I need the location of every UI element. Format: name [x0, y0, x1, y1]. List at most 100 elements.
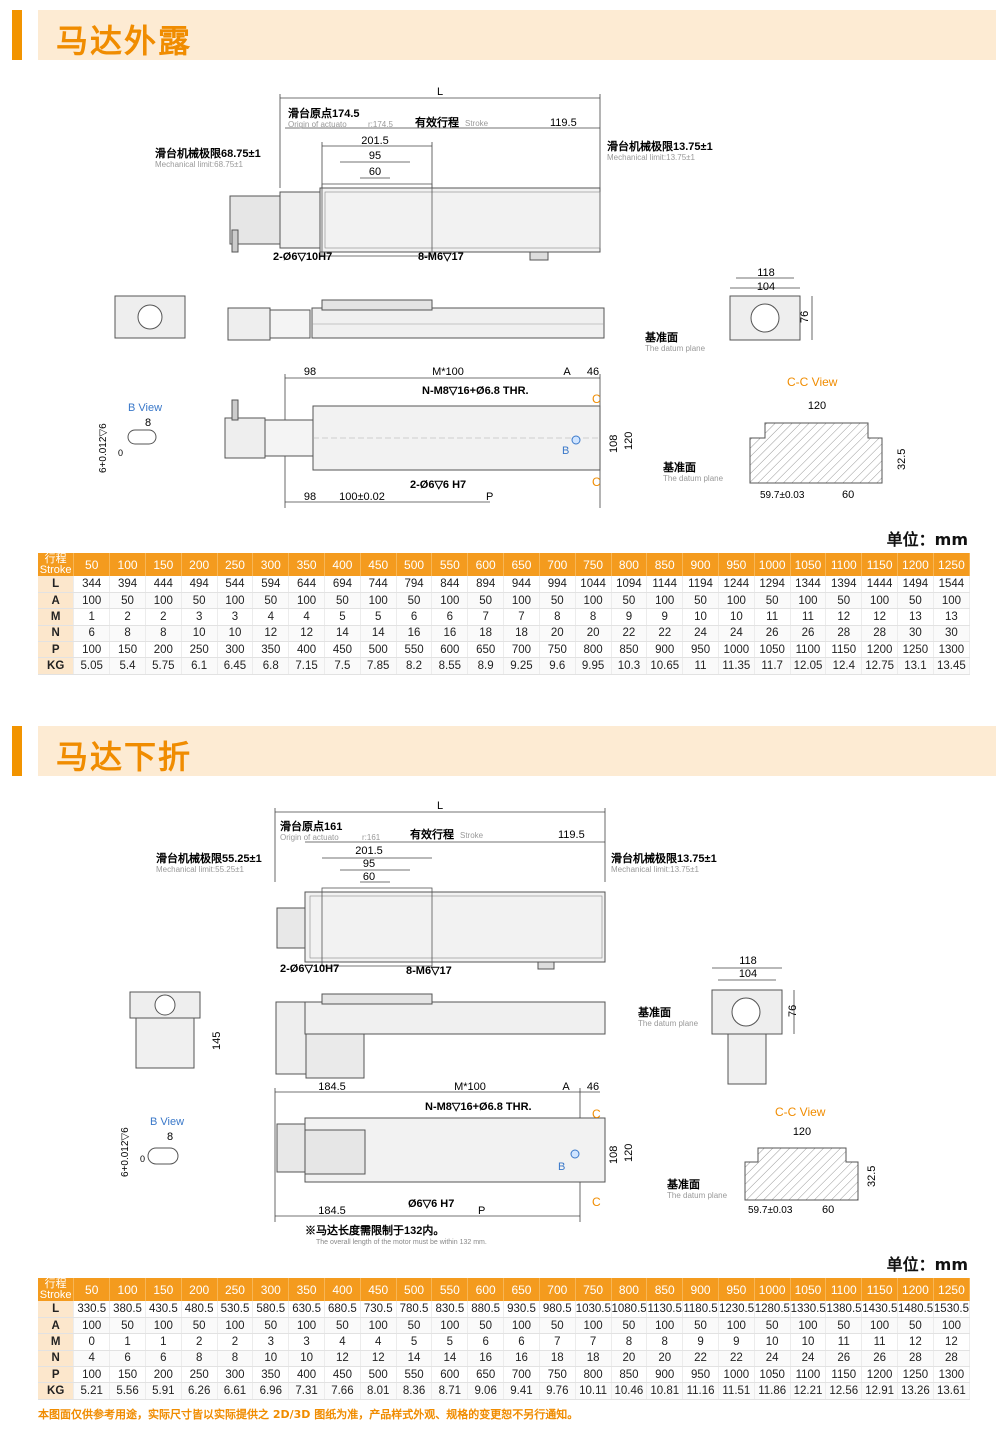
table-cell: 650: [467, 641, 505, 659]
table-cell: 24: [754, 1350, 791, 1368]
unit-label: 单位：mm: [886, 1255, 968, 1274]
dim-m100: M*100: [454, 1081, 486, 1093]
stroke-col-header: 950: [718, 553, 755, 576]
table-cell: 6.61: [217, 1382, 254, 1400]
table-cell: 644: [288, 576, 325, 593]
table-cell: 1080.5: [611, 1301, 648, 1318]
table-cell: 394: [109, 576, 146, 593]
stroke-col-header: 650: [503, 553, 540, 576]
motor-note: ※马达长度需限制于132内。: [305, 1223, 444, 1237]
table-cell: 700: [503, 1366, 540, 1384]
stroke-col-header: 1050: [790, 553, 827, 576]
cc-datum-label-en: The datum plane: [667, 1191, 728, 1200]
table-cell: 844: [431, 576, 469, 593]
table-cell: 730.5: [360, 1301, 397, 1318]
row-label: M: [38, 1333, 75, 1351]
stroke-col-header: 950: [718, 1278, 755, 1301]
table-cell: 550: [396, 1366, 433, 1384]
row-label: KG: [38, 657, 75, 675]
dim-P: P: [478, 1205, 485, 1217]
table-cell: 1000: [718, 1366, 755, 1384]
dim-m100: M*100: [432, 366, 464, 378]
table-cell: 6: [73, 625, 111, 643]
table-cell: 5.91: [145, 1382, 182, 1400]
table-cell: 50: [611, 592, 648, 610]
table-cell: 950: [682, 1366, 719, 1384]
stroke-col-header: 350: [288, 1278, 325, 1301]
stroke-col-header: 300: [252, 553, 290, 576]
table-cell: 1250: [897, 1366, 934, 1384]
b-view-tolerance: 6+0.012▽6: [98, 423, 109, 473]
table-cell: 1044: [575, 576, 612, 593]
stroke-label-en: Stroke: [465, 119, 489, 128]
table-cell: 11.7: [754, 657, 791, 675]
stroke-col-header: 1250: [933, 1278, 971, 1301]
table-cell: 6: [396, 608, 433, 626]
table-cell: 100: [861, 592, 898, 610]
table-cell: 12: [252, 625, 290, 643]
cc-view-title: C-C View: [775, 1105, 826, 1119]
table-cell: 6: [503, 1333, 540, 1351]
datum-label-en: The datum plane: [638, 1019, 699, 1028]
stroke-col-header: 1000: [754, 553, 791, 576]
b-view-dim-8: 8: [167, 1131, 173, 1143]
mech-limit-left: 滑台机械极限55.25±1: [156, 851, 262, 865]
table-cell: 18: [467, 625, 505, 643]
table-cell: 12: [288, 625, 325, 643]
stroke-col-header: 1000: [754, 1278, 791, 1301]
dim-60: 60: [363, 871, 375, 883]
row-label: N: [38, 1350, 75, 1368]
stroke-col-header: 850: [646, 553, 684, 576]
table-cell: 2: [181, 1333, 218, 1351]
stroke-col-header: 500: [396, 553, 433, 576]
table-cell: 50: [754, 1317, 791, 1335]
table-cell: 8.36: [396, 1382, 433, 1400]
cc-datum-label: 基准面: [662, 460, 696, 474]
table-cell: 1200: [861, 1366, 898, 1384]
table-cell: 9.95: [575, 657, 612, 675]
dim-76: 76: [787, 1005, 799, 1017]
table-cell: 250: [181, 1366, 218, 1384]
table-cell: 16: [503, 1350, 540, 1368]
end-view-right: [711, 967, 795, 1085]
dim-76: 76: [799, 311, 811, 323]
table-cell: 480.5: [181, 1301, 218, 1318]
table-cell: 10: [217, 625, 254, 643]
stroke-col-header: 1150: [861, 1278, 898, 1301]
table-cell: 350: [252, 1366, 290, 1384]
table-cell: 11.16: [682, 1382, 719, 1400]
dim-108: 108: [608, 435, 620, 453]
table-cell: 1250: [897, 641, 934, 659]
table-cell: 150: [109, 641, 146, 659]
table-cell: 7: [539, 1333, 576, 1351]
table-cell: 900: [646, 641, 684, 659]
b-marker: B: [562, 445, 569, 457]
table-cell: 750: [539, 1366, 576, 1384]
b-view-dim-8: 8: [145, 417, 151, 429]
table-cell: 3: [288, 1333, 325, 1351]
table-cell: 9: [646, 608, 684, 626]
table-cell: 100: [73, 1317, 111, 1335]
table-cell: 100: [288, 592, 325, 610]
table-cell: 1380.5: [825, 1301, 863, 1318]
table-cell: 28: [825, 625, 863, 643]
table-cell: 50: [324, 1317, 361, 1335]
stroke-col-header: 350: [288, 553, 325, 576]
table-cell: 530.5: [217, 1301, 254, 1318]
table-cell: 50: [682, 592, 719, 610]
table-cell: 2: [109, 608, 146, 626]
stroke-col-header: 700: [539, 553, 576, 576]
table-cell: 13.61: [933, 1382, 971, 1400]
dim-1845-bottom: 184.5: [318, 1205, 346, 1217]
stroke-col-header: 1250: [933, 553, 971, 576]
stroke-col-header: 800: [611, 1278, 648, 1301]
table-cell: 1094: [611, 576, 648, 593]
table-cell: 1: [73, 608, 111, 626]
table-cell: 50: [396, 592, 433, 610]
table-cell: 944: [503, 576, 540, 593]
table-cell: 11.51: [718, 1382, 755, 1400]
